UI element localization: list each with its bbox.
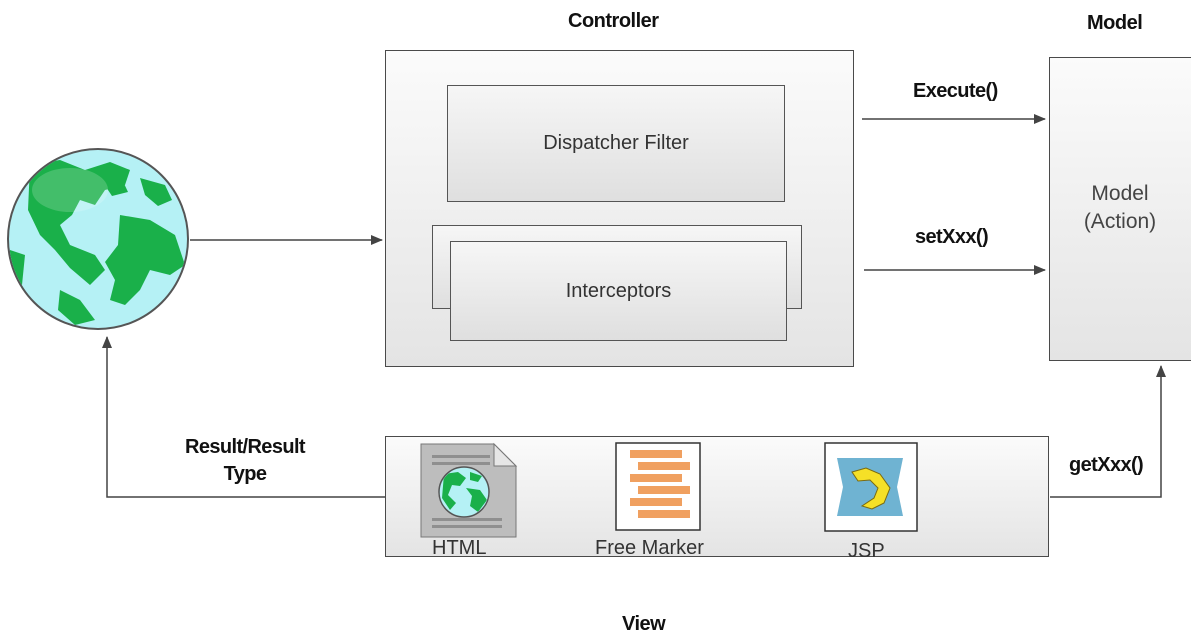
html-document-globe-icon [420,442,518,538]
dispatcher-filter-label: Dispatcher Filter [543,132,689,154]
result-label-line1: Result/Result [184,436,306,458]
result-type-label: Result/Result Type [175,436,315,486]
result-arrow [102,336,385,498]
getxxx-arrow [1050,365,1166,498]
view-title: View [622,613,666,635]
interceptors-label: Interceptors [565,279,672,302]
model-label: Model (Action) [1049,180,1191,236]
interceptors-box: Interceptors [450,241,787,341]
dispatcher-filter-box: Dispatcher Filter [447,85,785,202]
globe-icon [7,148,189,330]
html-label: HTML [432,537,487,559]
model-box [1049,57,1191,361]
freemarker-icon [615,442,701,531]
controller-title: Controller [568,10,659,32]
model-label-line2: (Action) [1083,210,1157,233]
result-label-line2: Type [223,463,267,485]
getxxx-label: getXxx() [1069,454,1144,476]
model-title: Model [1087,12,1143,34]
model-label-line1: Model [1091,182,1149,205]
jsp-icon [824,442,918,532]
freemarker-label: Free Marker [595,537,704,559]
jsp-label: JSP [848,540,885,562]
execute-label: Execute() [913,80,998,102]
setxxx-label: setXxx() [915,226,989,248]
